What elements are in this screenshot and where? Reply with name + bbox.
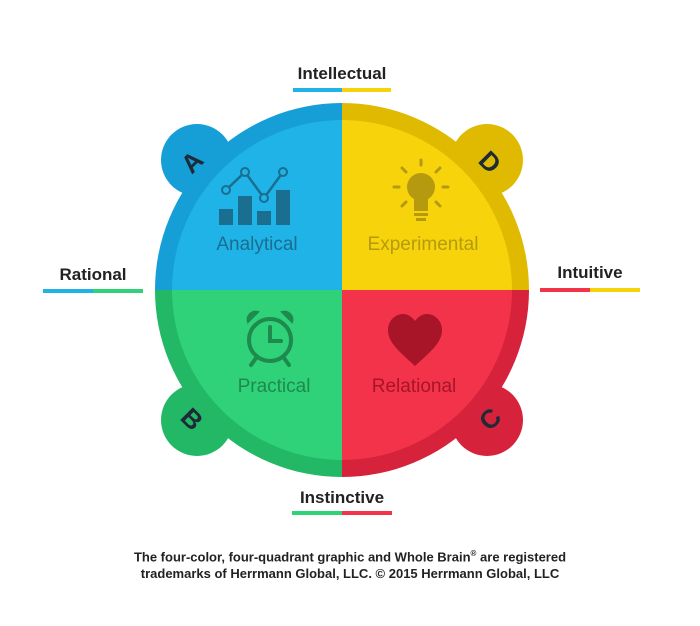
lightbulb-icon	[392, 158, 450, 221]
label-instinctive: Instinctive	[299, 488, 385, 507]
label-intellectual: Intellectual	[297, 64, 387, 83]
quadrant-c	[342, 290, 512, 460]
trademark-line-1: The four-color, four-quadrant graphic an…	[133, 549, 567, 565]
label-intuitive: Intuitive	[557, 263, 623, 282]
intuitive-underline	[540, 288, 640, 292]
trademark-notice: The four-color, four-quadrant graphic an…	[0, 545, 700, 582]
quadrant-label-relational: Relational	[372, 376, 457, 397]
quadrant-b	[172, 290, 342, 460]
quadrant-a	[172, 120, 342, 290]
trademark-line-2: trademarks of Herrmann Global, LLC. © 20…	[140, 566, 560, 582]
alarm-clock-icon	[246, 310, 294, 367]
label-rational: Rational	[59, 265, 127, 284]
rational-underline	[43, 289, 143, 293]
quadrant-label-practical: Practical	[238, 376, 311, 397]
intellectual-underline	[293, 88, 391, 92]
quadrant-label-experimental: Experimental	[368, 234, 479, 255]
quadrant-label-analytical: Analytical	[216, 234, 297, 255]
instinctive-underline	[292, 511, 392, 515]
heart-icon	[388, 314, 442, 366]
bar-line-chart-icon	[219, 167, 290, 225]
